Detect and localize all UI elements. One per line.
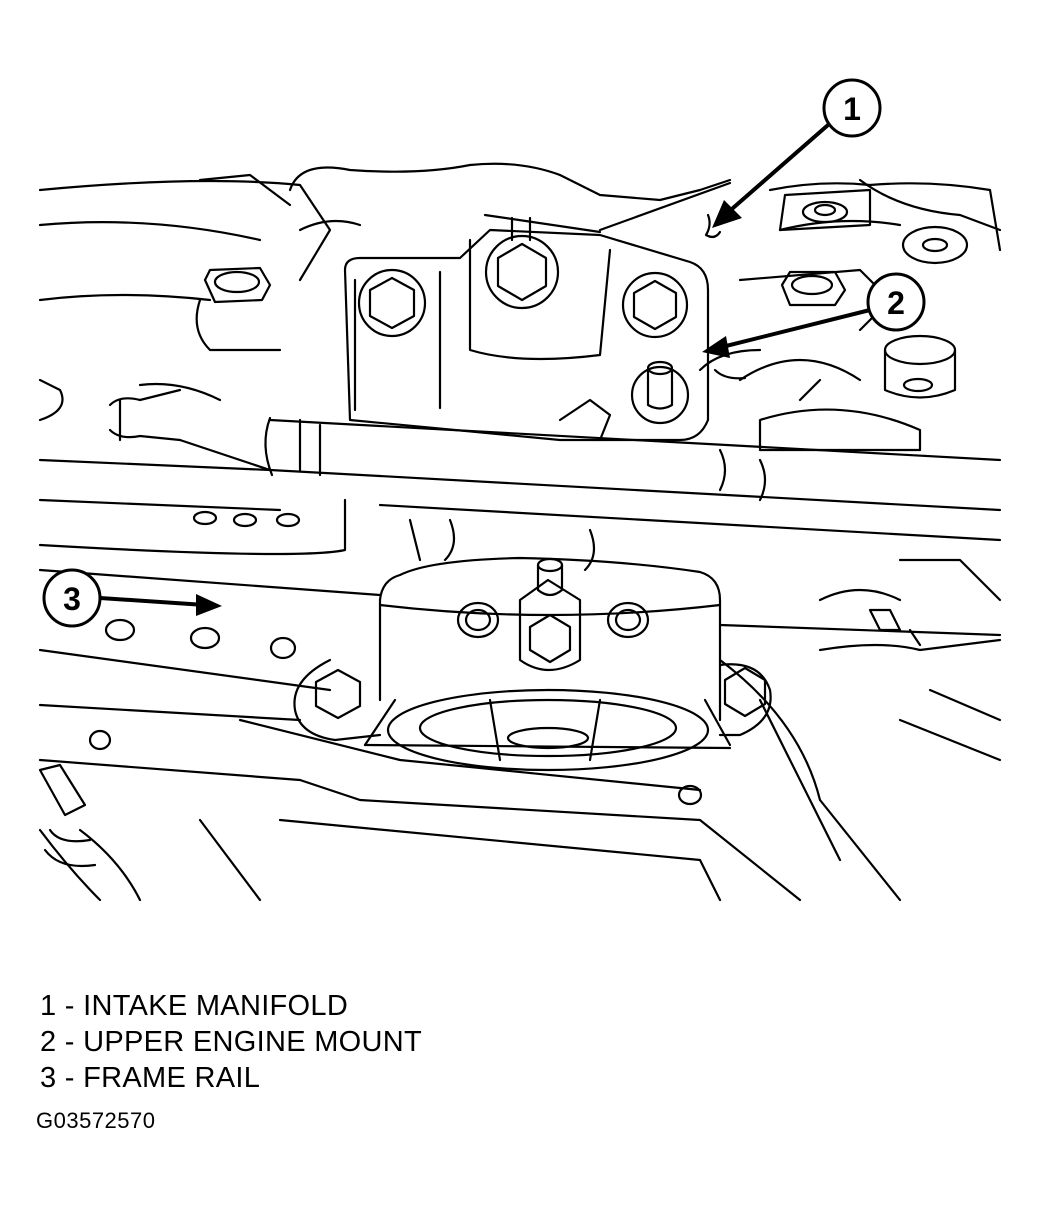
legend-item-2: 2 - UPPER ENGINE MOUNT [40, 1026, 423, 1058]
intake-manifold [38, 162, 1002, 602]
callout-arrows [98, 123, 872, 607]
bolt-right [621, 271, 689, 339]
callout-1: 1 [822, 78, 882, 138]
legend-item-3: 3 - FRAME RAIL [40, 1062, 261, 1094]
spacer-right [883, 334, 957, 399]
holes-left-plate [192, 510, 301, 528]
legend-item-1: 1 - INTAKE MANIFOLD [40, 990, 349, 1022]
frame-rail [38, 498, 1002, 902]
callout-3: 3 [42, 568, 102, 628]
engine-mount-illustration: 1 2 3 [38, 78, 1002, 902]
upper-engine-mount [343, 216, 710, 442]
nut-right [713, 268, 892, 380]
lower-engine-mount [293, 556, 772, 772]
arrowheads [196, 200, 742, 616]
bolt-lower-stud [630, 360, 690, 425]
callout-1-number: 1 [843, 91, 861, 127]
bolt-center [484, 216, 560, 310]
callout-2-number: 2 [887, 285, 905, 321]
callout-2: 2 [866, 272, 926, 332]
nut-left [195, 266, 282, 352]
callout-3-number: 3 [63, 581, 81, 617]
legend: 1 - INTAKE MANIFOLD 2 - UPPER ENGINE MOU… [40, 988, 422, 1096]
boss-upper-right [778, 188, 969, 265]
figure-id: G03572570 [36, 1108, 156, 1133]
bolt-left [357, 268, 427, 338]
tube-rod [38, 382, 1002, 542]
